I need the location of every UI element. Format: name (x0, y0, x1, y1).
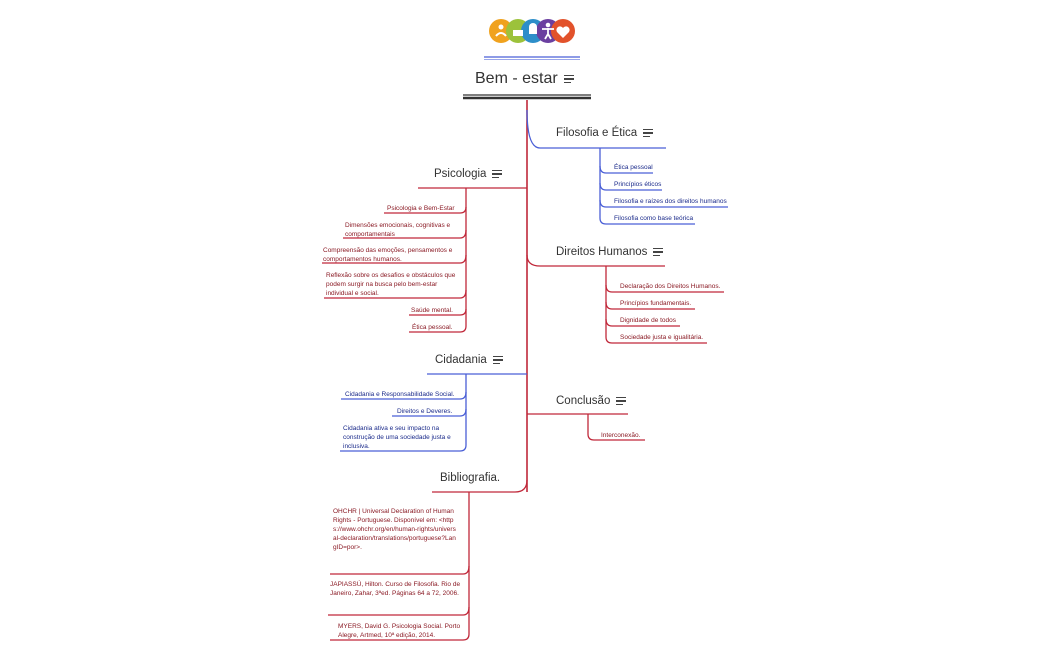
topic-psicologia[interactable]: Psicologia (434, 168, 503, 180)
root-title: Bem - estar (475, 70, 558, 87)
leaf-item[interactable]: Filosofia como base teórica (614, 215, 694, 222)
leaf-item[interactable]: Dignidade de todos (620, 317, 677, 324)
leaf-item[interactable]: Cidadania ativa e seu impacto na constru… (343, 425, 451, 450)
topic-title: Psicologia (434, 168, 487, 180)
topic-cidadania[interactable]: Cidadania (435, 354, 503, 366)
leaf-item[interactable]: Dimensões emocionais, cognitivas e compo… (345, 222, 451, 238)
topic-title: Filosofia e Ética (556, 127, 638, 139)
notes-icon[interactable] (643, 128, 654, 138)
leaf-item[interactable]: Princípios fundamentais. (620, 300, 692, 307)
notes-icon[interactable] (492, 355, 503, 365)
leaf-item[interactable]: Psicologia e Bem-Estar (387, 205, 455, 212)
notes-icon[interactable] (653, 247, 664, 257)
notes-icon[interactable] (492, 169, 503, 179)
wellbeing-logo (489, 19, 575, 43)
leaf-item[interactable]: Interconexão. (601, 432, 641, 439)
notes-icon[interactable] (563, 74, 574, 84)
leaf-item[interactable]: Compreensão das emoções, pensamentos e c… (323, 247, 453, 263)
leaf-item[interactable]: MYERS, David G. Psicologia Social. Porto… (338, 623, 461, 639)
leaf-item[interactable]: Sociedade justa e igualitária. (620, 334, 704, 341)
topic-filosofia[interactable]: Filosofia e Ética (556, 127, 654, 139)
leaf-item[interactable]: Declaração dos Direitos Humanos. (620, 283, 721, 290)
topic-bibliografia[interactable]: Bibliografia. (440, 472, 500, 484)
leaf-item[interactable]: Reflexão sobre os desafios e obstáculos … (326, 272, 456, 297)
leaf-item[interactable]: Ética pessoal. (412, 324, 453, 331)
topic-title: Bibliografia. (440, 472, 501, 484)
notes-icon[interactable] (616, 396, 627, 406)
leaf-item[interactable]: Ética pessoal (614, 164, 653, 171)
leaf-item[interactable]: Saúde mental. (411, 307, 453, 314)
topic-title: Cidadania (435, 354, 487, 366)
leaf-item[interactable]: OHCHR | Universal Declaration of Human R… (333, 508, 456, 551)
topic-title: Conclusão (556, 395, 611, 407)
leaf-item[interactable]: Filosofia e raízes dos direitos humanos (614, 198, 727, 205)
root-topic[interactable]: Bem - estar (475, 70, 574, 88)
leaf-item[interactable]: JAPIASSÚ, Hilton. Curso de Filosofia. Ri… (330, 581, 461, 597)
topic-conclusao[interactable]: Conclusão (556, 395, 627, 407)
topic-direitos-humanos[interactable]: Direitos Humanos (556, 246, 664, 258)
leaf-item[interactable]: Cidadania e Responsabilidade Social. (345, 391, 455, 398)
leaf-item[interactable]: Princípios éticos (614, 181, 662, 188)
leaf-item[interactable]: Direitos e Deveres. (397, 408, 453, 415)
topic-title: Direitos Humanos (556, 246, 648, 258)
